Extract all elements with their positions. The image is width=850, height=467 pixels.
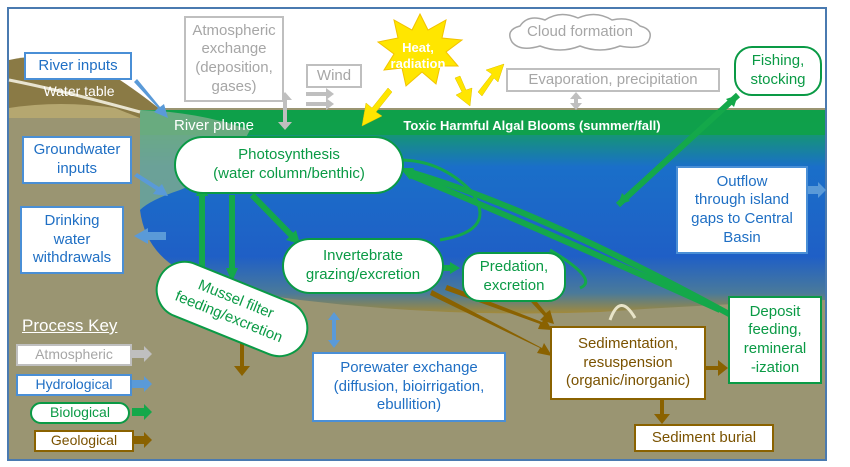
cloud-icon [509, 13, 651, 51]
radiation-arrows [361, 63, 505, 127]
algal-bloom-band [140, 110, 825, 135]
sun-icon [376, 12, 464, 87]
sedimentation-label: Sedimentation, resuspension (organic/ino… [550, 326, 706, 400]
legend-arrows [132, 346, 152, 448]
water-table-line [8, 78, 141, 114]
photosynthesis-label: Photosynthesis (water column/benthic) [174, 136, 404, 194]
predation-label: Predation, excretion [462, 252, 566, 302]
biological-arrows [199, 92, 742, 323]
atmospheric-exchange-label: Atmospheric exchange (deposition, gases) [184, 16, 284, 102]
deposit-feeding-label: Deposit feeding, remineral -ization [728, 296, 822, 384]
heat-radiation-label: Heat, radiation [390, 39, 446, 71]
groundwater-inputs-label: Groundwater inputs [22, 136, 132, 184]
legend-item-hydrological: Hydrological [16, 374, 132, 396]
legend-title: Process Key [22, 316, 118, 335]
legend: Process Key Atmospheric Hydrological Bio… [16, 316, 156, 456]
resuspension-arrow [608, 304, 637, 321]
river-plume-label: River plume [173, 116, 255, 134]
sediment-burial-label: Sediment burial [634, 424, 774, 452]
legend-item-biological: Biological [30, 402, 130, 424]
fishing-label: Fishing, stocking [734, 46, 822, 96]
evaporation-label: Evaporation, precipitation [506, 68, 720, 92]
water-table-label: Water table [43, 83, 115, 100]
hydrological-arrows [134, 79, 826, 348]
porewater-label: Porewater exchange (diffusion, bioirriga… [312, 352, 506, 422]
legend-item-geological: Geological [34, 430, 134, 452]
wind-label: Wind [306, 64, 362, 88]
river-inputs-label: River inputs [24, 52, 132, 80]
outflow-label: Outflow through island gaps to Central B… [676, 166, 808, 254]
invertebrate-label: Invertebrate grazing/excretion [282, 238, 444, 294]
toxic-habs-label: Toxic Harmful Algal Blooms (summer/fall) [403, 117, 661, 133]
legend-item-atmospheric: Atmospheric [16, 344, 132, 366]
cloud-formation-label: Cloud formation [527, 22, 633, 40]
drinking-water-label: Drinking water withdrawals [20, 206, 124, 274]
